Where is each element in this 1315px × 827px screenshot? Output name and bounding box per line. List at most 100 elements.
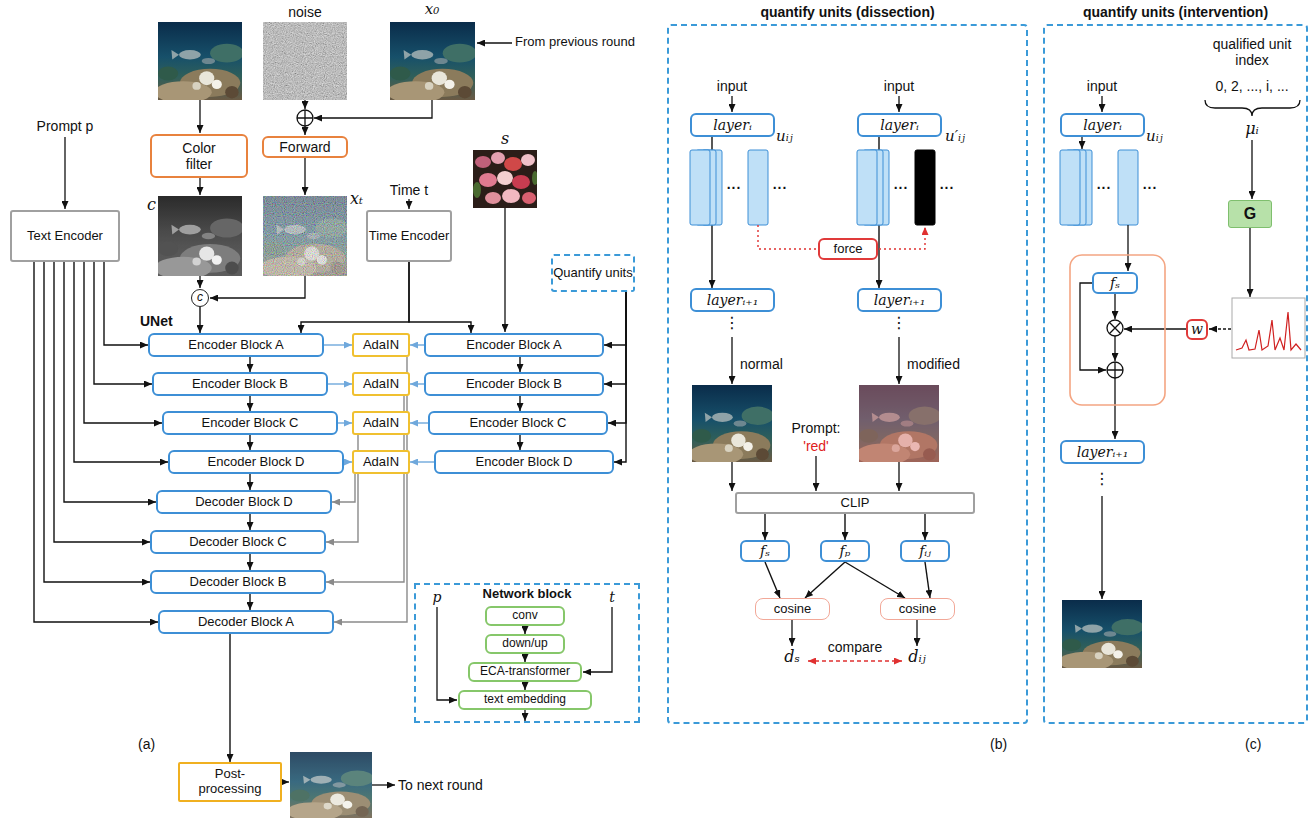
node-text: G [1244, 205, 1256, 223]
connector [524, 654, 525, 662]
text-label: qualified unit index [1210, 36, 1294, 68]
connector [54, 262, 150, 542]
photo-panels-part [387, 22, 477, 103]
text-label: 0, 2, ..., i, ... [1215, 78, 1288, 94]
node-text: layerᵢ₊₁ [874, 292, 926, 308]
connector [74, 262, 168, 462]
process-box: Encoder Block A [424, 333, 604, 357]
text-label: ⋮ [724, 314, 740, 332]
feature-maps-part [857, 150, 877, 225]
intervention-outline [1070, 100, 1300, 405]
node-text: layerᵢ [713, 117, 752, 133]
wires-part [314, 100, 432, 118]
process-box: layerᵢ [690, 113, 775, 137]
feature-maps-part [748, 150, 768, 225]
connector [409, 262, 471, 333]
feature-maps-part [915, 150, 935, 225]
text-label: μᵢ [1245, 120, 1259, 138]
process-box: Quantify units [551, 254, 635, 292]
connector [104, 262, 148, 345]
connector [332, 474, 355, 502]
node-text: cosine [899, 602, 937, 617]
process-box: down/up [485, 634, 565, 654]
unet-ground [132, 312, 640, 700]
operator-symbols-part [1107, 362, 1123, 378]
connector [925, 562, 930, 598]
text-label: ... [1143, 176, 1158, 192]
process-box: AdaIN [352, 333, 410, 357]
process-box: layerᵢ₊₁ [1060, 440, 1145, 464]
text-label: t [609, 589, 615, 605]
node-text: text embedding [484, 693, 566, 707]
node-text: Decoder Block A [198, 615, 294, 630]
connector [764, 514, 765, 540]
process-box: Decoder Block A [158, 610, 334, 634]
connector [44, 262, 150, 582]
wires [65, 43, 1252, 785]
node-text: fᵢⱼ [919, 543, 931, 559]
wires-part [408, 199, 409, 209]
process-box: Encoder Block C [162, 411, 338, 435]
node-text: Encoder Block D [208, 455, 305, 470]
connector [34, 262, 158, 622]
photo-panels-part [689, 385, 774, 465]
wires-part [199, 100, 200, 133]
wires-part [504, 208, 505, 332]
process-box: fᵢⱼ [900, 540, 950, 562]
connector [328, 383, 352, 384]
concat-circle: c [191, 289, 209, 307]
node-text: fₛ [760, 543, 770, 559]
connector [249, 594, 250, 610]
node-text: Encoder Block B [192, 377, 288, 392]
operator-symbols-part [297, 110, 313, 126]
node-text: Encoder Block C [202, 416, 299, 431]
node-text: layerᵢ₊₁ [1077, 444, 1129, 460]
node-text: c [197, 291, 203, 305]
process-box: Encoder Block D [434, 450, 614, 474]
photo-panels-part [263, 196, 347, 276]
node-text: Encoder Block A [188, 338, 283, 353]
process-box: Encoder Block A [148, 333, 324, 357]
photo-panels-part [287, 752, 374, 821]
text-label: 'red' [803, 438, 829, 454]
wires-part [916, 620, 917, 646]
wires-part [731, 337, 732, 384]
connector [524, 626, 525, 634]
process-box: Text Encoder [10, 210, 120, 262]
wires-part [1114, 336, 1115, 361]
node-text: layerᵢ [880, 117, 919, 133]
process-box: AdaIN [352, 411, 410, 435]
wires-part [1101, 496, 1102, 599]
connector [519, 435, 520, 450]
node-text: layerᵢ₊₁ [707, 292, 759, 308]
connector [324, 344, 352, 345]
process-box: cosine [755, 598, 830, 620]
node-text: layerᵢ [1083, 117, 1122, 133]
node-text: Time Encoder [369, 229, 449, 244]
process-box: G [1228, 200, 1272, 228]
process-box: cosine [880, 598, 955, 620]
process-box: text embedding [458, 690, 592, 710]
feature-maps-part [1060, 150, 1080, 225]
network-ground [414, 583, 640, 723]
region-box: quantify units (intervention)layerᵢGfₛwl… [1043, 24, 1308, 724]
process-box: w [1186, 319, 1208, 340]
connector [64, 262, 156, 502]
operator-symbols [297, 110, 1123, 378]
text-label: (b) [990, 736, 1007, 752]
wires-part [477, 42, 512, 43]
wires-part [1114, 294, 1115, 319]
text-label: input [1087, 78, 1117, 94]
connector [410, 344, 424, 345]
wires-part [1251, 140, 1252, 199]
process-box: Encoder Block C [428, 411, 608, 435]
text-label: ... [894, 176, 909, 192]
connector [410, 422, 428, 423]
text-label: p [433, 589, 442, 605]
process-box: Encoder Block D [168, 450, 344, 474]
wires-part [1081, 137, 1082, 149]
region-title: quantify units (intervention) [1083, 4, 1268, 20]
wires-part [583, 607, 612, 672]
feature-maps [690, 150, 1138, 225]
text-label: From previous round [515, 35, 635, 50]
